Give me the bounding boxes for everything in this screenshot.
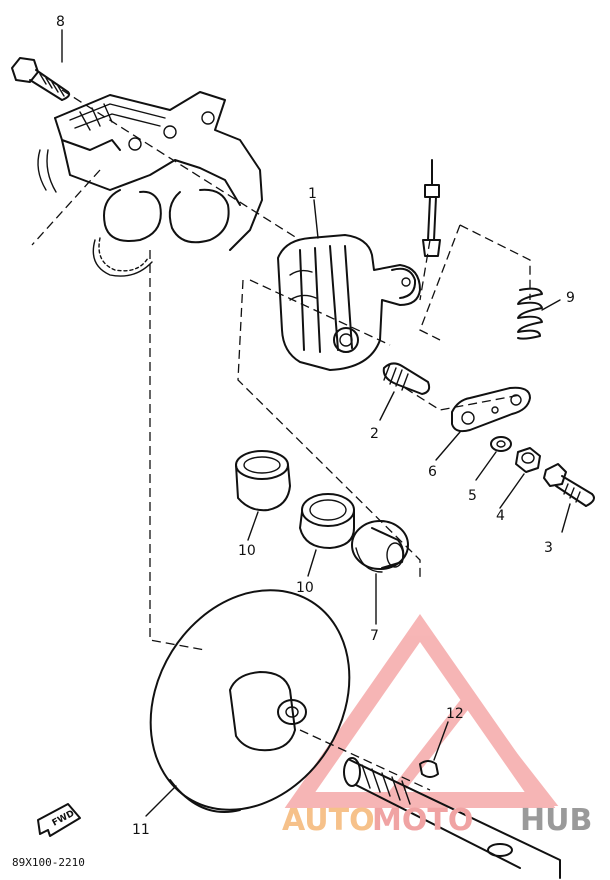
part-8-bolt	[11, 57, 71, 101]
callout-11: 11	[132, 822, 150, 838]
part-3-bolt	[543, 463, 595, 507]
part-6-lever	[451, 386, 531, 433]
callouts: 8 1 2 9 6 5 4 3 10 10 7 12 11	[56, 14, 575, 838]
part-1-body	[277, 234, 421, 371]
callout-7: 7	[370, 628, 379, 644]
watermark-hub: HUB	[520, 803, 592, 838]
part-10-bushing-upper	[235, 450, 291, 512]
part-11-disc-and-shaft	[149, 589, 561, 879]
part-4-nut	[515, 447, 541, 473]
callout-5: 5	[468, 488, 477, 504]
callout-12: 12	[446, 706, 464, 722]
engine-frame-outline	[37, 91, 263, 277]
drawing-code: 89X100-2210	[12, 856, 85, 869]
callout-leaders	[61, 29, 571, 817]
part-10-ring-lower	[299, 493, 355, 549]
throttle-cable	[422, 159, 441, 257]
callout-6: 6	[428, 464, 437, 480]
watermark-auto: AUTO	[282, 803, 375, 838]
watermark-logo	[284, 614, 559, 808]
part-7-collar	[351, 520, 409, 573]
callout-8: 8	[56, 14, 65, 30]
assembly-lines	[31, 89, 531, 791]
callout-2: 2	[370, 426, 379, 442]
callout-4: 4	[496, 508, 505, 524]
part-9-spring	[517, 287, 543, 340]
callout-10-lower: 10	[296, 580, 314, 596]
callout-3: 3	[544, 540, 553, 556]
callout-10-upper: 10	[238, 543, 256, 559]
watermark-wordmark: AUTO MOTO HUB	[282, 803, 592, 838]
part-12-key	[419, 760, 439, 778]
callout-1: 1	[308, 186, 317, 202]
part-2-screw	[382, 362, 431, 395]
watermark-moto: MOTO	[372, 803, 473, 838]
part-5-washer	[490, 436, 512, 452]
forward-direction-badge: FWD	[37, 803, 81, 837]
callout-9: 9	[566, 290, 575, 306]
